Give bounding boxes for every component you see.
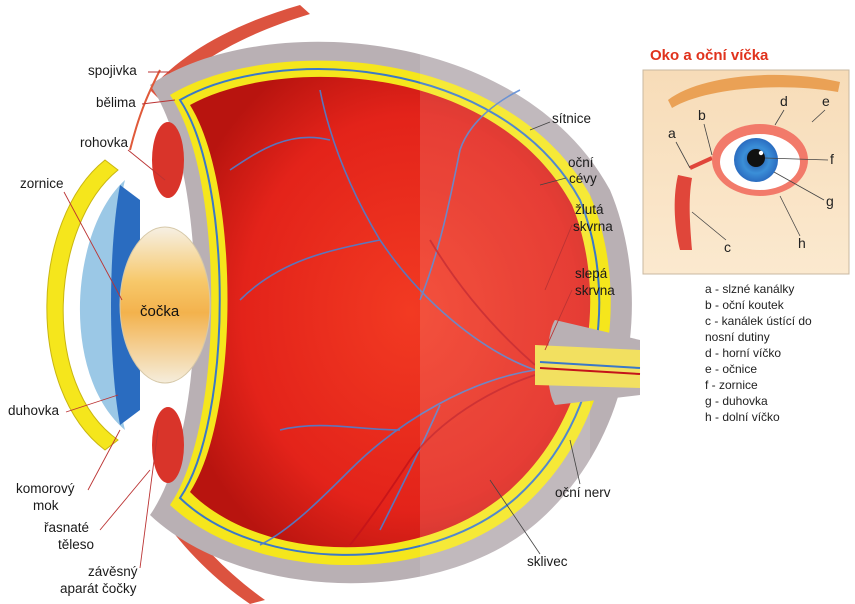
label-zavesny-2: aparát čočky xyxy=(60,581,137,596)
legend-line: h - dolní víčko xyxy=(705,410,780,424)
legend-line: nosní dutiny xyxy=(705,330,770,344)
legend-line: b - oční koutek xyxy=(705,298,785,312)
label-zluta-1: žlutá xyxy=(575,202,604,217)
label-slepa-2: skrvna xyxy=(575,283,615,298)
inset-letter-f: f xyxy=(830,151,834,167)
label-zavesny-1: závěsný xyxy=(88,564,138,579)
label-sklivec: sklivec xyxy=(527,554,568,569)
legend-line: a - slzné kanálky xyxy=(705,282,794,296)
label-ocni-cevy-1: oční xyxy=(568,155,594,170)
label-rasnate-1: řasnaté xyxy=(44,520,89,535)
label-zornice: zornice xyxy=(20,176,64,191)
inset-letter-b: b xyxy=(698,107,706,123)
label-ocni-nerv: oční nerv xyxy=(555,485,611,500)
inset-letter-g: g xyxy=(826,193,834,209)
eyeball-cross-section xyxy=(47,5,640,604)
label-rasnate-2: těleso xyxy=(58,537,94,552)
label-belima: bělima xyxy=(96,95,136,110)
inset-letter-a: a xyxy=(668,125,676,141)
label-sitnice: sítnice xyxy=(552,111,591,126)
legend-line: d - horní víčko xyxy=(705,346,781,360)
label-ocni-cevy-2: cévy xyxy=(569,171,597,186)
label-slepa-1: slepá xyxy=(575,266,608,281)
label-cocka: čočka xyxy=(140,303,180,320)
inset-glint xyxy=(759,151,763,155)
inset-letter-c: c xyxy=(724,239,731,255)
legend-line: f - zornice xyxy=(705,378,758,392)
label-zluta-2: skvrna xyxy=(573,219,613,234)
inset-title: Oko a oční víčka xyxy=(650,47,769,64)
inset-letter-h: h xyxy=(798,235,806,251)
legend-line: c - kanálek ústící do xyxy=(705,314,812,328)
eyelid-inset: Oko a oční víčka a b d e f g h c a - slz… xyxy=(643,47,849,424)
label-duhovka: duhovka xyxy=(8,403,60,418)
inset-legend: a - slzné kanálky b - oční koutek c - ka… xyxy=(705,282,812,424)
legend-line: e - očnice xyxy=(705,362,757,376)
label-komorovy-2: mok xyxy=(33,498,59,513)
label-komorovy-1: komorový xyxy=(16,481,75,496)
label-spojivka: spojivka xyxy=(88,63,137,78)
inset-letter-e: e xyxy=(822,93,830,109)
label-rohovka: rohovka xyxy=(80,135,129,150)
legend-line: g - duhovka xyxy=(705,394,768,408)
inset-letter-d: d xyxy=(780,93,788,109)
